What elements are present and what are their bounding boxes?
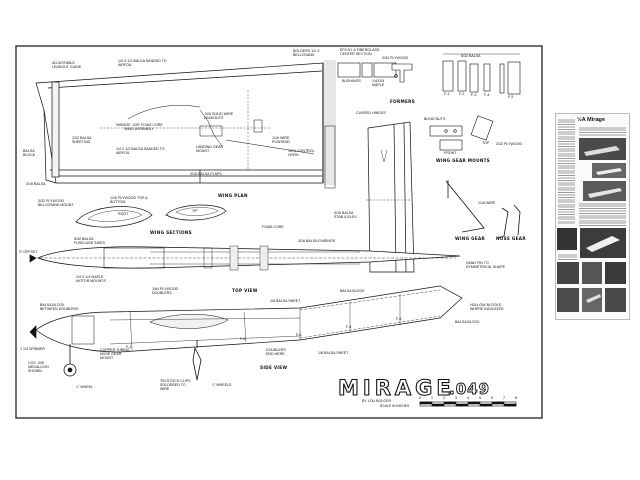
side-former-label: F-5 — [396, 317, 402, 321]
plan-title-suffix: .049 — [449, 380, 491, 399]
label-balsa-block-doublers: BALSA BLOCK BETWEEN DOUBLERS — [40, 303, 79, 311]
side-former-label: F-3 — [296, 333, 302, 337]
wing-gear-mounts — [429, 115, 494, 151]
label-maple-mounts: 1/4 X 1/4 MAPLE MOTOR MOUNTS — [76, 275, 106, 283]
view-title-top-view: TOP VIEW — [232, 288, 258, 293]
label-ply-3-32-right: 3/32 PLYWOOD — [496, 142, 523, 146]
label-root: ROOT — [118, 212, 129, 216]
label-cusped-hinges: CUSPED HINGES — [356, 111, 386, 115]
label-maple: 1/4X3/4 MAPLE — [372, 79, 385, 87]
label-balsa-block-tail: BALSA BLOCK — [455, 320, 480, 324]
article-text-column — [558, 253, 577, 261]
label-fuselage-sides: 5/32 BALSA FUSELAGE SIDES — [74, 237, 105, 245]
label-copper-tubing: COPPER TUBING NOSE GEAR MOUNT — [100, 348, 130, 360]
label-sheeting: 1/32 BALSA SHEETING — [72, 136, 92, 144]
sheet-border — [15, 45, 543, 419]
scale-tick: 8 — [515, 396, 517, 400]
label-wire-1-16: 1/16 WIRE — [478, 201, 496, 205]
label-foam-core-wing: "MIRAGE .049" FOAM CORE WING ASSEMBLY — [115, 123, 163, 131]
former-label: F-1 — [444, 92, 450, 96]
label-bushings: BUSHINGS — [342, 79, 361, 83]
label-blind-nuts: BLIND NUTS — [424, 117, 446, 121]
former-label: F-2 — [459, 92, 465, 96]
view-title-wing-gear-mounts: WING GEAR MOUNTS — [436, 158, 491, 163]
article-photo-overlay — [557, 138, 626, 312]
label-stab-elev: 3/16 BALSA STAB & ELEV. — [334, 211, 358, 219]
label-fairings: 3/16 BALSA FAIRINGS — [298, 239, 336, 243]
label-balsa-sheet-top: 1/8 BALSA SHEET — [270, 299, 301, 303]
scale-tick: 2 — [443, 396, 445, 400]
label-doublers-end-here: DOUBLERS END HERE — [266, 348, 286, 356]
side-view-fuselage — [29, 285, 463, 381]
label-epoxy-center: EPOXY & FIBERGLASS CENTER SECTION — [340, 48, 380, 56]
view-title-wing-gear: WING GEAR — [455, 236, 486, 241]
label-control-horn: 1/2 A CONTROL HORN — [288, 149, 315, 157]
label-balsa-3-16: 3/16 BALSA — [26, 182, 46, 186]
label-sand-fin: SAND FIN TO SYMMETRICAL SHAPE — [466, 261, 506, 269]
label-spinner: 1 1/4 SPINNER — [20, 347, 45, 351]
view-title-wing-plan: WING PLAN — [218, 193, 248, 198]
label-offset: 3" OFFSET — [19, 250, 38, 254]
label-spar-top: 1/4 X 1/2 BALSA SANDED TO AIRFOIL — [118, 59, 167, 67]
article-title: ½A Mirage — [577, 117, 606, 123]
view-title-formers: FORMERS — [390, 99, 416, 104]
label-ply-bellcrank-mount: 3/32 PLYWOOD BELLCRANK MOUNT — [38, 199, 74, 207]
label-balsa-block: BALSA BLOCK — [23, 149, 36, 157]
label-bellcrank-bolts: BOLDERS 1/2 X BELLCRANK — [293, 49, 320, 57]
label-tip: TIP — [192, 209, 198, 213]
article-text-column — [558, 118, 575, 224]
wing-gear — [445, 180, 521, 239]
label-ply-doublers: 1/64 PLYWOOD DOUBLERS — [152, 287, 179, 295]
plan-title: MIRAGE — [337, 375, 455, 400]
label-leadouts: .026 SOLID WIRE LEADOUTS — [204, 112, 234, 120]
label-top: TOP — [482, 141, 490, 145]
scale-tick: 0 — [419, 396, 421, 400]
label-ply-top-bottom: 1/16 PLYWOOD TOP & BOTTOM — [110, 196, 148, 204]
label-foam-core: FOAM CORE — [262, 225, 284, 229]
label-wheel-left: 1" WHEEL — [76, 385, 94, 389]
view-title-wing-sections: WING SECTIONS — [150, 230, 192, 235]
side-former-label: F-1 — [126, 345, 132, 349]
view-title-side-view: SIDE VIEW — [260, 365, 288, 370]
label-tin-stock: TIN STOCK CLIPS SOLDERED TO WIRE — [160, 379, 191, 391]
label-landing-gear-mount: LANDING GEAR MOUNT — [196, 145, 224, 153]
plan-byline: BY LOU BOLGER — [362, 399, 392, 403]
article-text-column — [579, 126, 626, 136]
label-spar-bottom: 1/4 X 1/2 BALSA SANDED TO AIRFOIL — [116, 147, 165, 155]
view-title-nose-gear: NOSE GEAR — [496, 236, 526, 241]
wing-sections — [75, 204, 227, 228]
wing-plan — [35, 62, 336, 189]
label-adjustable-leadout-guide: ADJUSTABLE LEADOUT GUIDE — [52, 61, 82, 69]
label-balsa-5-32: 5/32 BALSA — [461, 54, 481, 58]
scale-bar — [419, 401, 517, 407]
article-text-column — [579, 202, 626, 226]
scale-tick: 3 — [455, 396, 457, 400]
former-label: F-3 — [471, 93, 477, 97]
label-pushrod: 1/16 WIRE PUSHROD — [272, 136, 290, 144]
scale-tick: 6 — [491, 396, 493, 400]
label-ply-3-32: 3/32 PLYWOOD — [382, 56, 409, 60]
scale-tick: 5 — [479, 396, 481, 400]
label-hollow-blocks: HOLLOW BLOCKS WHERE INDICATED — [470, 303, 504, 311]
fin — [366, 121, 415, 273]
top-view-fuselage — [29, 245, 461, 271]
label-balsa-block-side: BALSA BLOCK — [340, 289, 365, 293]
side-former-label: F-2 — [240, 337, 246, 341]
label-flaps: 3/16 BALSA FLAPS — [190, 172, 222, 176]
label-cox-049: COX .049 MEDALLION SHOWN — [28, 361, 49, 373]
formers — [337, 53, 521, 95]
former-label: F-5 — [508, 95, 514, 99]
label-wheels-right: 1" WHEELS — [212, 383, 232, 387]
scale-label: SCALE IN INCHES — [380, 404, 410, 408]
scale-tick: 1 — [431, 396, 433, 400]
scale-tick: 7 — [503, 396, 505, 400]
label-balsa-sheet-bottom: 1/8 BALSA SHEET — [318, 351, 349, 355]
former-label: F-4 — [484, 93, 490, 97]
side-former-label: F-4 — [346, 325, 352, 329]
label-front: FRONT — [444, 151, 457, 155]
scale-tick: 4 — [467, 396, 469, 400]
